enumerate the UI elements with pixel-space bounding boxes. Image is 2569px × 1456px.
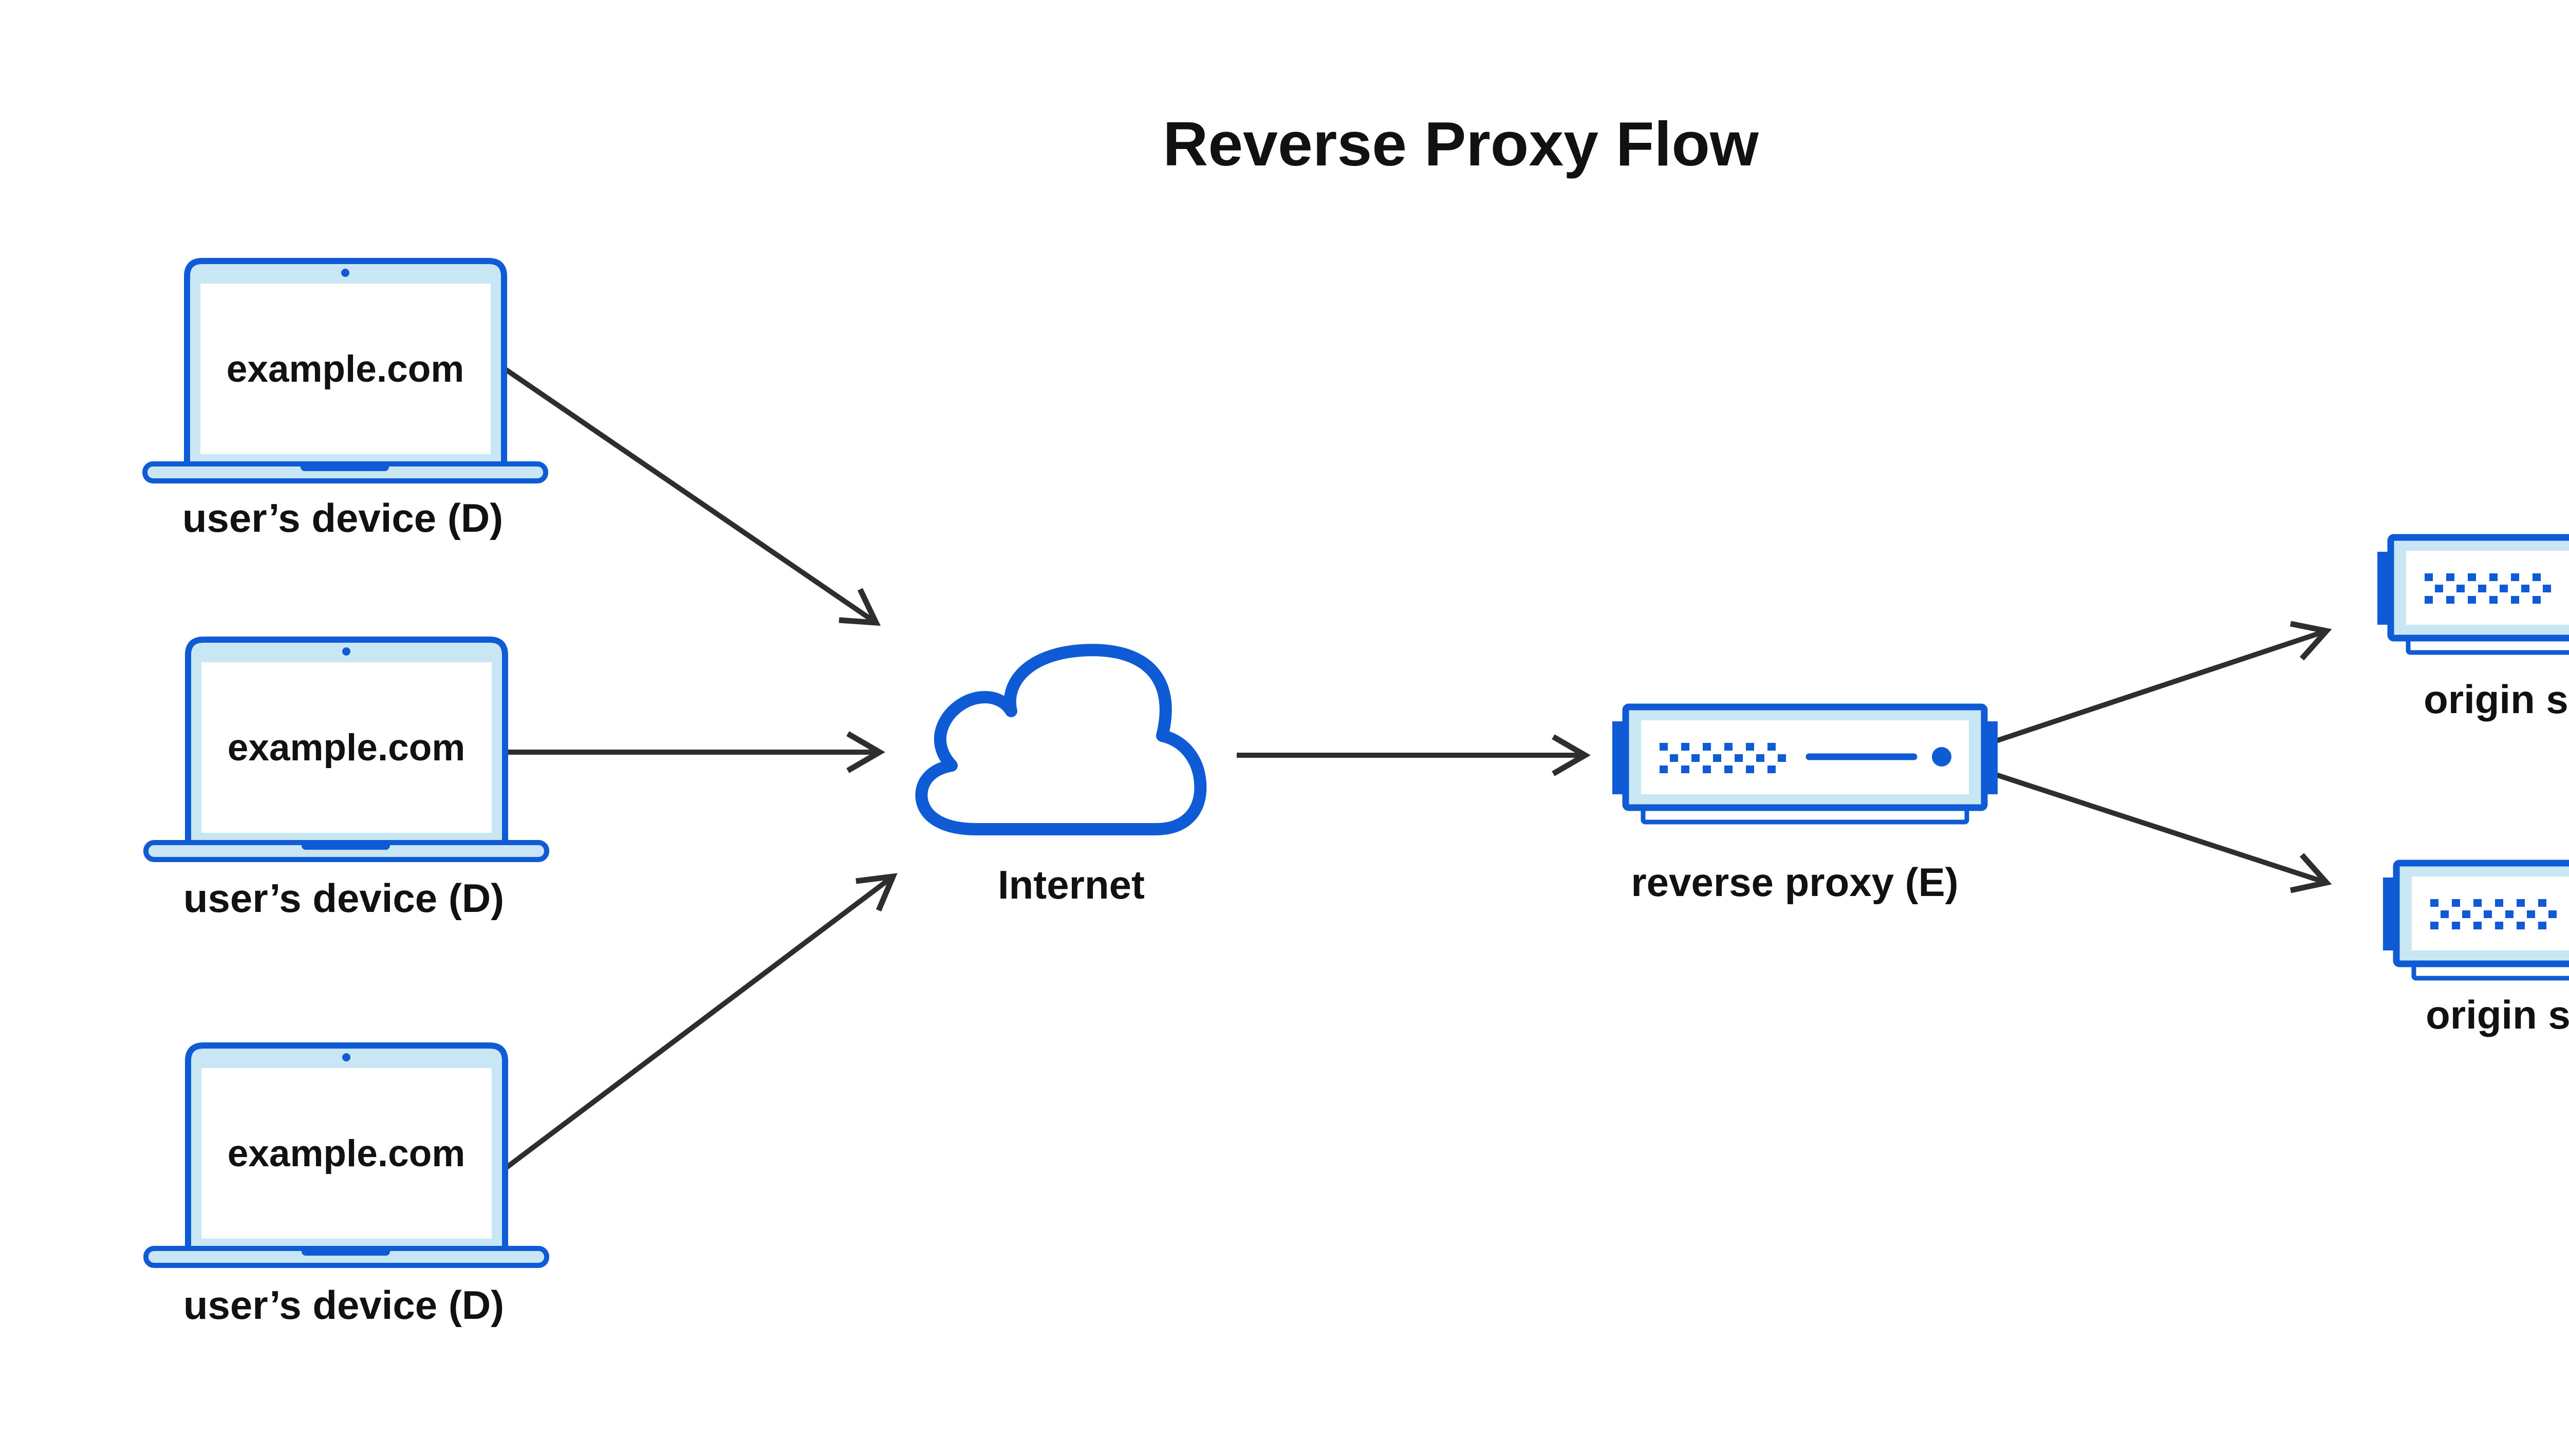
- arrow-internet-to-proxy: [1237, 734, 1591, 776]
- device-screen-text: example.com: [228, 727, 466, 769]
- arrow-line: [502, 366, 878, 625]
- node-user-device-3: example.com user’s device (D): [146, 1046, 547, 1328]
- node-user-device-1: example.com user’s device (D): [145, 261, 546, 540]
- origin-server-icon: [2377, 537, 2569, 652]
- cloud-icon: [915, 644, 1207, 835]
- reverse-proxy-icon: [1612, 707, 1998, 822]
- arrow-proxy-to-origin2: [1995, 772, 2332, 893]
- reverse-proxy-label: reverse proxy (E): [1631, 860, 1958, 905]
- node-origin-server-2: origin server (F): [2383, 863, 2569, 1037]
- node-internet: Internet: [915, 644, 1207, 907]
- arrow-line: [1995, 628, 2328, 743]
- arrow-device3-to-internet: [504, 873, 898, 1170]
- device-label: user’s device (D): [183, 875, 504, 921]
- arrow-line: [504, 874, 895, 1170]
- arrow-head-icon: [2289, 853, 2332, 893]
- device-screen-text: example.com: [227, 348, 464, 390]
- arrow-head-icon: [1552, 734, 1591, 776]
- internet-label: Internet: [998, 862, 1145, 907]
- node-origin-server-1: origin server (F): [2377, 537, 2569, 722]
- arrow-head-icon: [855, 873, 898, 912]
- origin-server-icon: [2383, 863, 2569, 978]
- origin-server-label: origin server (F): [2426, 992, 2569, 1037]
- device-screen-text: example.com: [228, 1133, 466, 1174]
- arrow-head-icon: [839, 588, 881, 626]
- arrow-head-icon: [2289, 621, 2332, 661]
- arrow-line: [1995, 772, 2328, 885]
- device-label: user’s device (D): [182, 495, 503, 540]
- node-reverse-proxy: reverse proxy (E): [1612, 707, 1998, 905]
- arrow-head-icon: [846, 731, 885, 773]
- node-user-device-2: example.com user’s device (D): [146, 640, 547, 921]
- page-title: Reverse Proxy Flow: [1163, 109, 1759, 179]
- device-label: user’s device (D): [183, 1282, 504, 1328]
- origin-server-label: origin server (F): [2424, 677, 2569, 722]
- arrow-device1-to-internet: [502, 366, 881, 626]
- arrow-proxy-to-origin1: [1995, 621, 2332, 743]
- arrow-device2-to-internet: [506, 731, 885, 773]
